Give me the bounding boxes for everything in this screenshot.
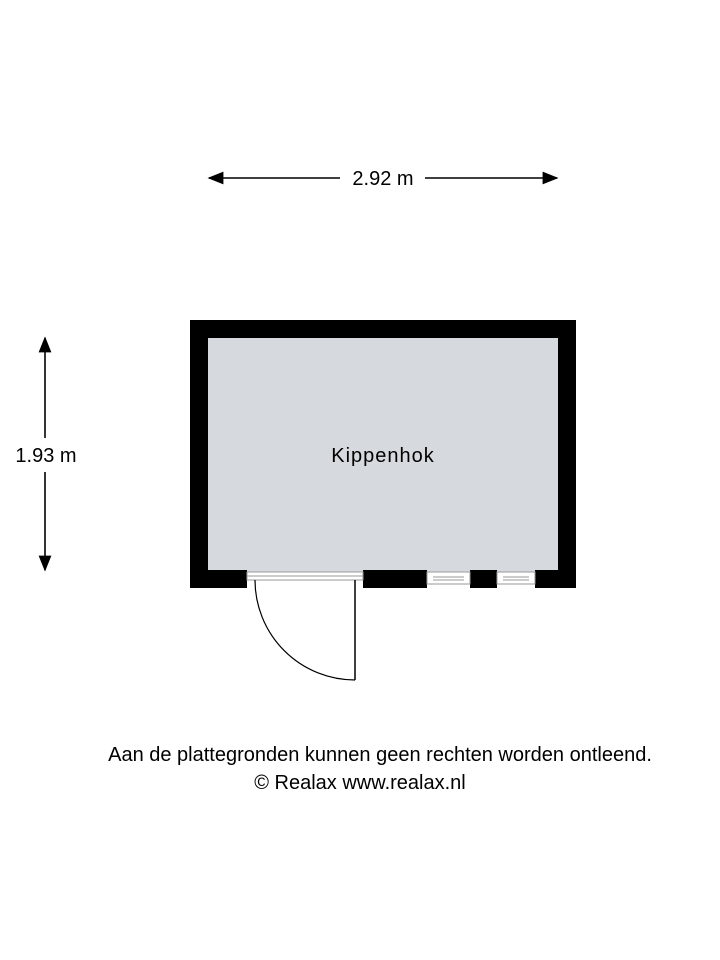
height-dimension: 1.93 m — [15, 336, 77, 572]
wall-right — [558, 320, 576, 588]
window-1-frame — [426, 571, 471, 585]
door-swing-arc — [254, 579, 356, 681]
wall-bottom-segment-4 — [535, 570, 576, 588]
room-label: Kippenhok — [331, 445, 435, 467]
wall-bottom-segment-1 — [190, 570, 247, 588]
wall-bottom-segment-3 — [470, 570, 497, 588]
window-2 — [496, 571, 536, 585]
room-floor — [208, 338, 558, 572]
width-dimension-label: 2.92 m — [352, 168, 413, 190]
width-dimension: 2.92 m — [207, 168, 559, 190]
wall-top — [190, 320, 576, 338]
walls — [190, 320, 576, 588]
door — [246, 571, 364, 681]
copyright-text: © Realax www.realax.nl — [254, 772, 466, 794]
height-dimension-label: 1.93 m — [15, 445, 76, 467]
window-1 — [426, 571, 471, 585]
wall-left — [190, 320, 208, 588]
disclaimer-text: Aan de plattegronden kunnen geen rechten… — [108, 744, 652, 766]
window-2-frame — [496, 571, 536, 585]
wall-bottom-segment-2 — [363, 570, 427, 588]
